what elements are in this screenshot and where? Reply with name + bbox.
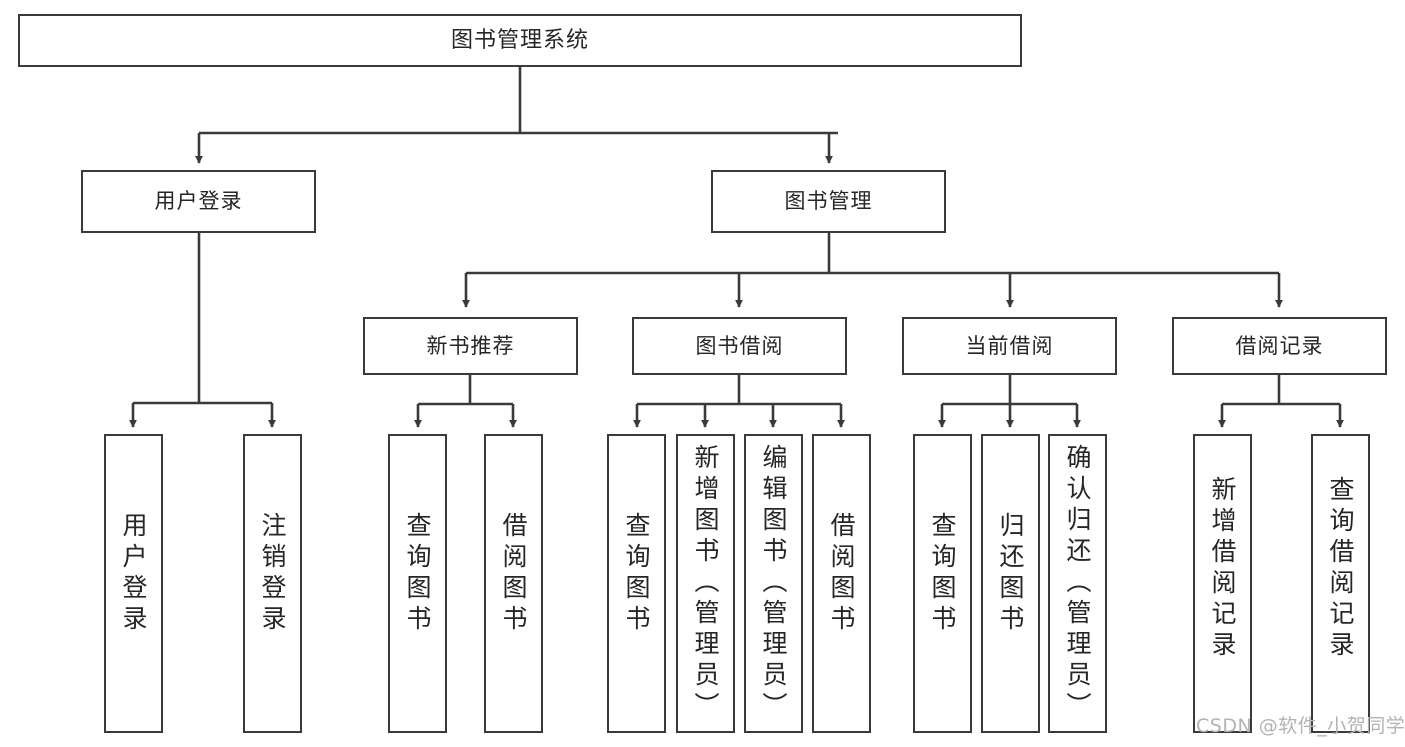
leaf-add-book-admin[interactable]: 新增图书（管理员）	[676, 434, 735, 733]
node-label: 图书管理系统	[450, 27, 589, 53]
node-user-login[interactable]: 用户登录	[81, 170, 316, 233]
node-label: 图书借阅	[695, 333, 784, 358]
leaf-borrow-book-borrow[interactable]: 借阅图书	[812, 434, 871, 733]
node-book-borrow[interactable]: 图书借阅	[632, 317, 847, 375]
node-book-manage[interactable]: 图书管理	[711, 170, 946, 233]
node-label: 编辑图书（管理员）	[759, 444, 788, 723]
leaf-return-book[interactable]: 归还图书	[981, 434, 1040, 733]
node-label: 借阅图书	[499, 512, 528, 636]
leaf-confirm-return-admin[interactable]: 确认归还（管理员）	[1048, 434, 1107, 733]
csdn-watermark: CSDN @软件_小贺同学	[1196, 715, 1405, 737]
node-current-borrow[interactable]: 当前借阅	[902, 317, 1117, 375]
leaf-add-borrow-record[interactable]: 新增借阅记录	[1193, 434, 1252, 733]
leaf-query-book-current[interactable]: 查询图书	[913, 434, 972, 733]
leaf-query-borrow-record[interactable]: 查询借阅记录	[1311, 434, 1370, 733]
node-label: 用户登录	[119, 512, 148, 636]
node-new-book-recommend[interactable]: 新书推荐	[363, 317, 578, 375]
node-label: 借阅图书	[827, 512, 856, 636]
node-label: 新增借阅记录	[1208, 476, 1237, 662]
node-label: 确认归还（管理员）	[1063, 444, 1092, 723]
node-label: 新书推荐	[426, 333, 515, 358]
node-label: 归还图书	[996, 512, 1025, 636]
leaf-query-book-recommend[interactable]: 查询图书	[388, 434, 447, 733]
leaf-user-logout[interactable]: 注销登录	[243, 434, 302, 733]
leaf-edit-book-admin[interactable]: 编辑图书（管理员）	[744, 434, 803, 733]
node-label: 查询图书	[928, 512, 957, 636]
node-label: 注销登录	[258, 512, 287, 636]
node-label: 查询借阅记录	[1326, 476, 1355, 662]
leaf-query-book-borrow[interactable]: 查询图书	[607, 434, 666, 733]
leaf-user-login[interactable]: 用户登录	[104, 434, 163, 733]
node-label: 新增图书（管理员）	[691, 444, 720, 723]
node-label: 图书管理	[784, 189, 873, 214]
node-label: 用户登录	[154, 189, 243, 214]
node-label: 查询图书	[622, 512, 651, 636]
node-root-system[interactable]: 图书管理系统	[18, 14, 1022, 67]
node-borrow-record[interactable]: 借阅记录	[1172, 317, 1387, 375]
node-label: 查询图书	[403, 512, 432, 636]
leaf-borrow-book-recommend[interactable]: 借阅图书	[484, 434, 543, 733]
node-label: 当前借阅	[965, 333, 1054, 358]
node-label: 借阅记录	[1235, 333, 1324, 358]
